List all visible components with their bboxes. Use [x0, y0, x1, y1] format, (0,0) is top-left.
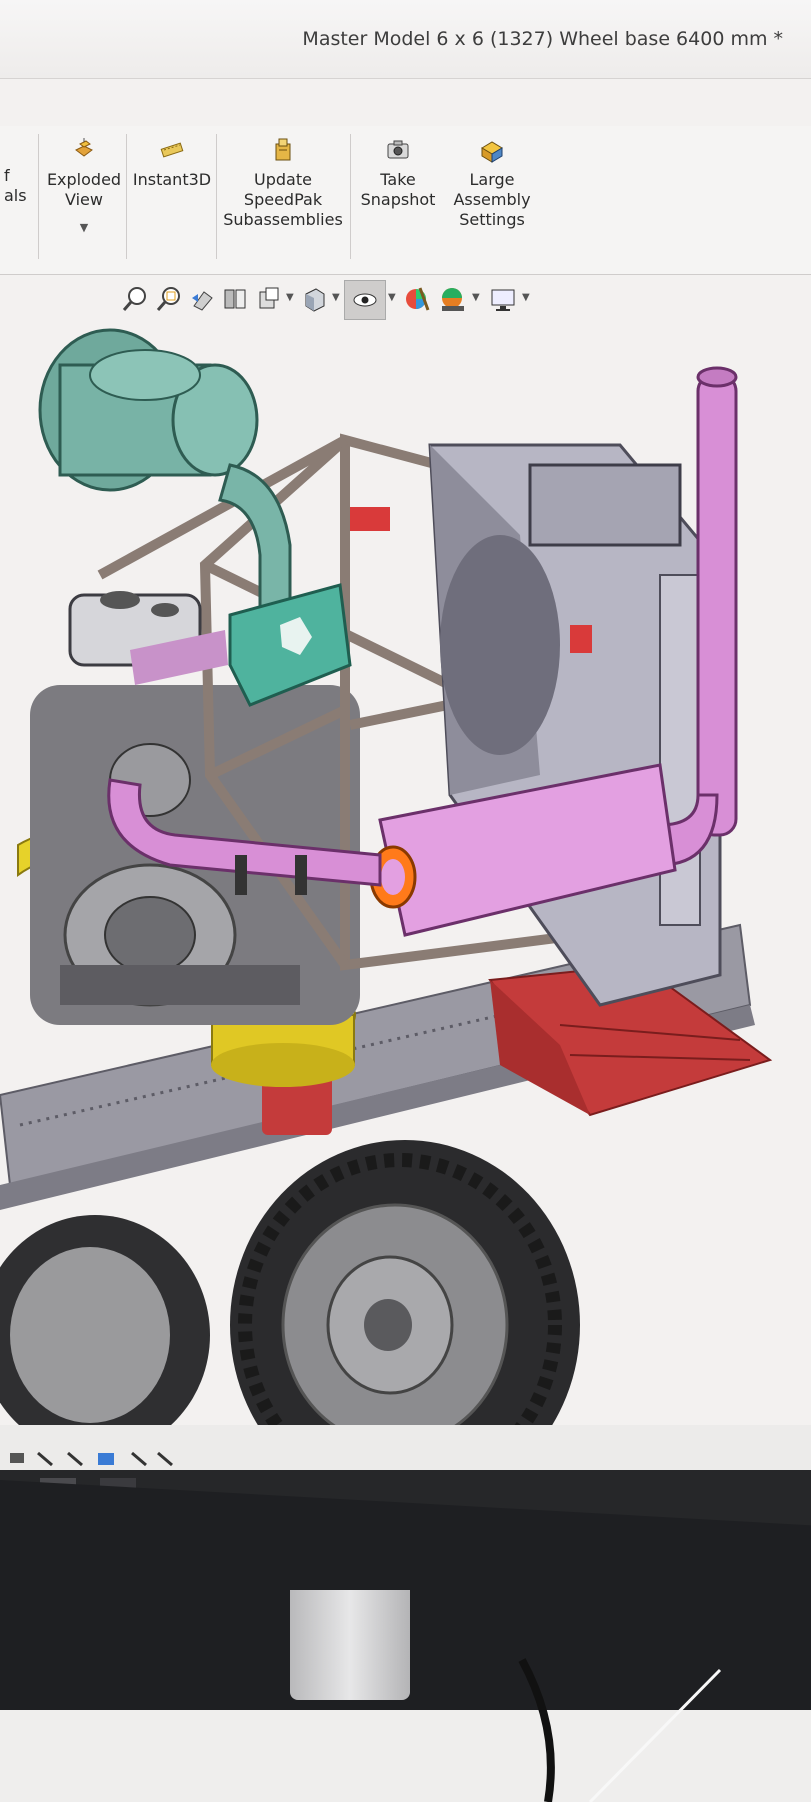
command-manager-ribbon: f als Exploded View ▼ Instant3D: [0, 126, 811, 275]
take-snapshot-button[interactable]: Take Snapshot: [356, 136, 440, 210]
section-view-icon[interactable]: [220, 284, 250, 314]
mount-tab: [570, 625, 592, 653]
air-filter[interactable]: [38, 328, 352, 707]
instant3d-button[interactable]: Instant3D: [130, 136, 214, 190]
take-snapshot-label: Take Snapshot: [360, 170, 436, 209]
ribbon-separator: [126, 134, 127, 259]
monitor-stand: [290, 1590, 410, 1700]
instant3d-label: Instant3D: [132, 170, 212, 189]
view-orientation-icon[interactable]: [254, 284, 284, 314]
coolant-reservoir[interactable]: [68, 591, 228, 685]
exploded-view-label: Exploded View: [46, 170, 122, 209]
chevron-down-icon[interactable]: ▼: [472, 292, 480, 303]
hide-show-items-icon: [353, 293, 377, 307]
zoom-to-fit-icon[interactable]: [120, 284, 150, 314]
display-style-icon[interactable]: [300, 284, 330, 314]
radiator[interactable]: [428, 443, 722, 1007]
ribbon-partial-button[interactable]: f als: [4, 166, 27, 206]
access-step[interactable]: [488, 963, 773, 1117]
desk-surface: [0, 1710, 811, 1802]
chevron-down-icon[interactable]: ▼: [286, 292, 294, 303]
window-title: Master Model 6 x 6 (1327) Wheel base 640…: [302, 28, 783, 50]
large-assembly-settings-button[interactable]: Large Assembly Settings: [444, 136, 540, 230]
front-tire[interactable]: [230, 1140, 580, 1425]
update-speedpak-label: Update SpeedPak Subassemblies: [223, 170, 343, 229]
camera-icon: [387, 140, 409, 159]
chevron-down-icon[interactable]: ▼: [388, 292, 396, 303]
view-settings-icon[interactable]: [488, 284, 518, 314]
instant3d-icon: [160, 142, 184, 158]
chevron-down-icon[interactable]: ▼: [522, 292, 530, 303]
ribbon-separator: [350, 134, 351, 259]
large-assembly-settings-label: Large Assembly Settings: [453, 170, 531, 229]
heads-up-view-toolbar: ▼ ▼ ▼ ▼ ▼: [120, 278, 640, 324]
edit-appearance-icon[interactable]: [402, 284, 432, 314]
previous-view-icon[interactable]: [188, 284, 218, 314]
mate-toolbar-icons[interactable]: [8, 1445, 188, 1475]
chevron-down-icon[interactable]: ▼: [332, 292, 340, 303]
exploded-view-button[interactable]: Exploded View ▼: [44, 136, 124, 238]
exhaust-system[interactable]: [107, 366, 738, 937]
chevron-down-icon[interactable]: ▼: [79, 221, 89, 234]
update-speedpak-button[interactable]: Update SpeedPak Subassemblies: [220, 136, 346, 230]
speedpak-icon: [275, 138, 291, 161]
title-bar: Master Model 6 x 6 (1327) Wheel base 640…: [0, 0, 811, 79]
hide-show-items-button[interactable]: [344, 280, 386, 320]
ribbon-partial-label: f als: [4, 166, 27, 205]
monitor-screen: Master Model 6 x 6 (1327) Wheel base 640…: [0, 0, 811, 1540]
mount-tab: [350, 507, 390, 531]
ribbon-separator: [38, 134, 39, 259]
ribbon-separator: [216, 134, 217, 259]
zoom-to-area-icon[interactable]: [154, 284, 184, 314]
graphics-viewport[interactable]: [0, 325, 811, 1425]
large-assembly-icon: [481, 141, 503, 163]
apply-scene-icon[interactable]: [438, 284, 468, 314]
exploded-view-icon: [75, 138, 93, 157]
rear-tires: [0, 1215, 210, 1425]
